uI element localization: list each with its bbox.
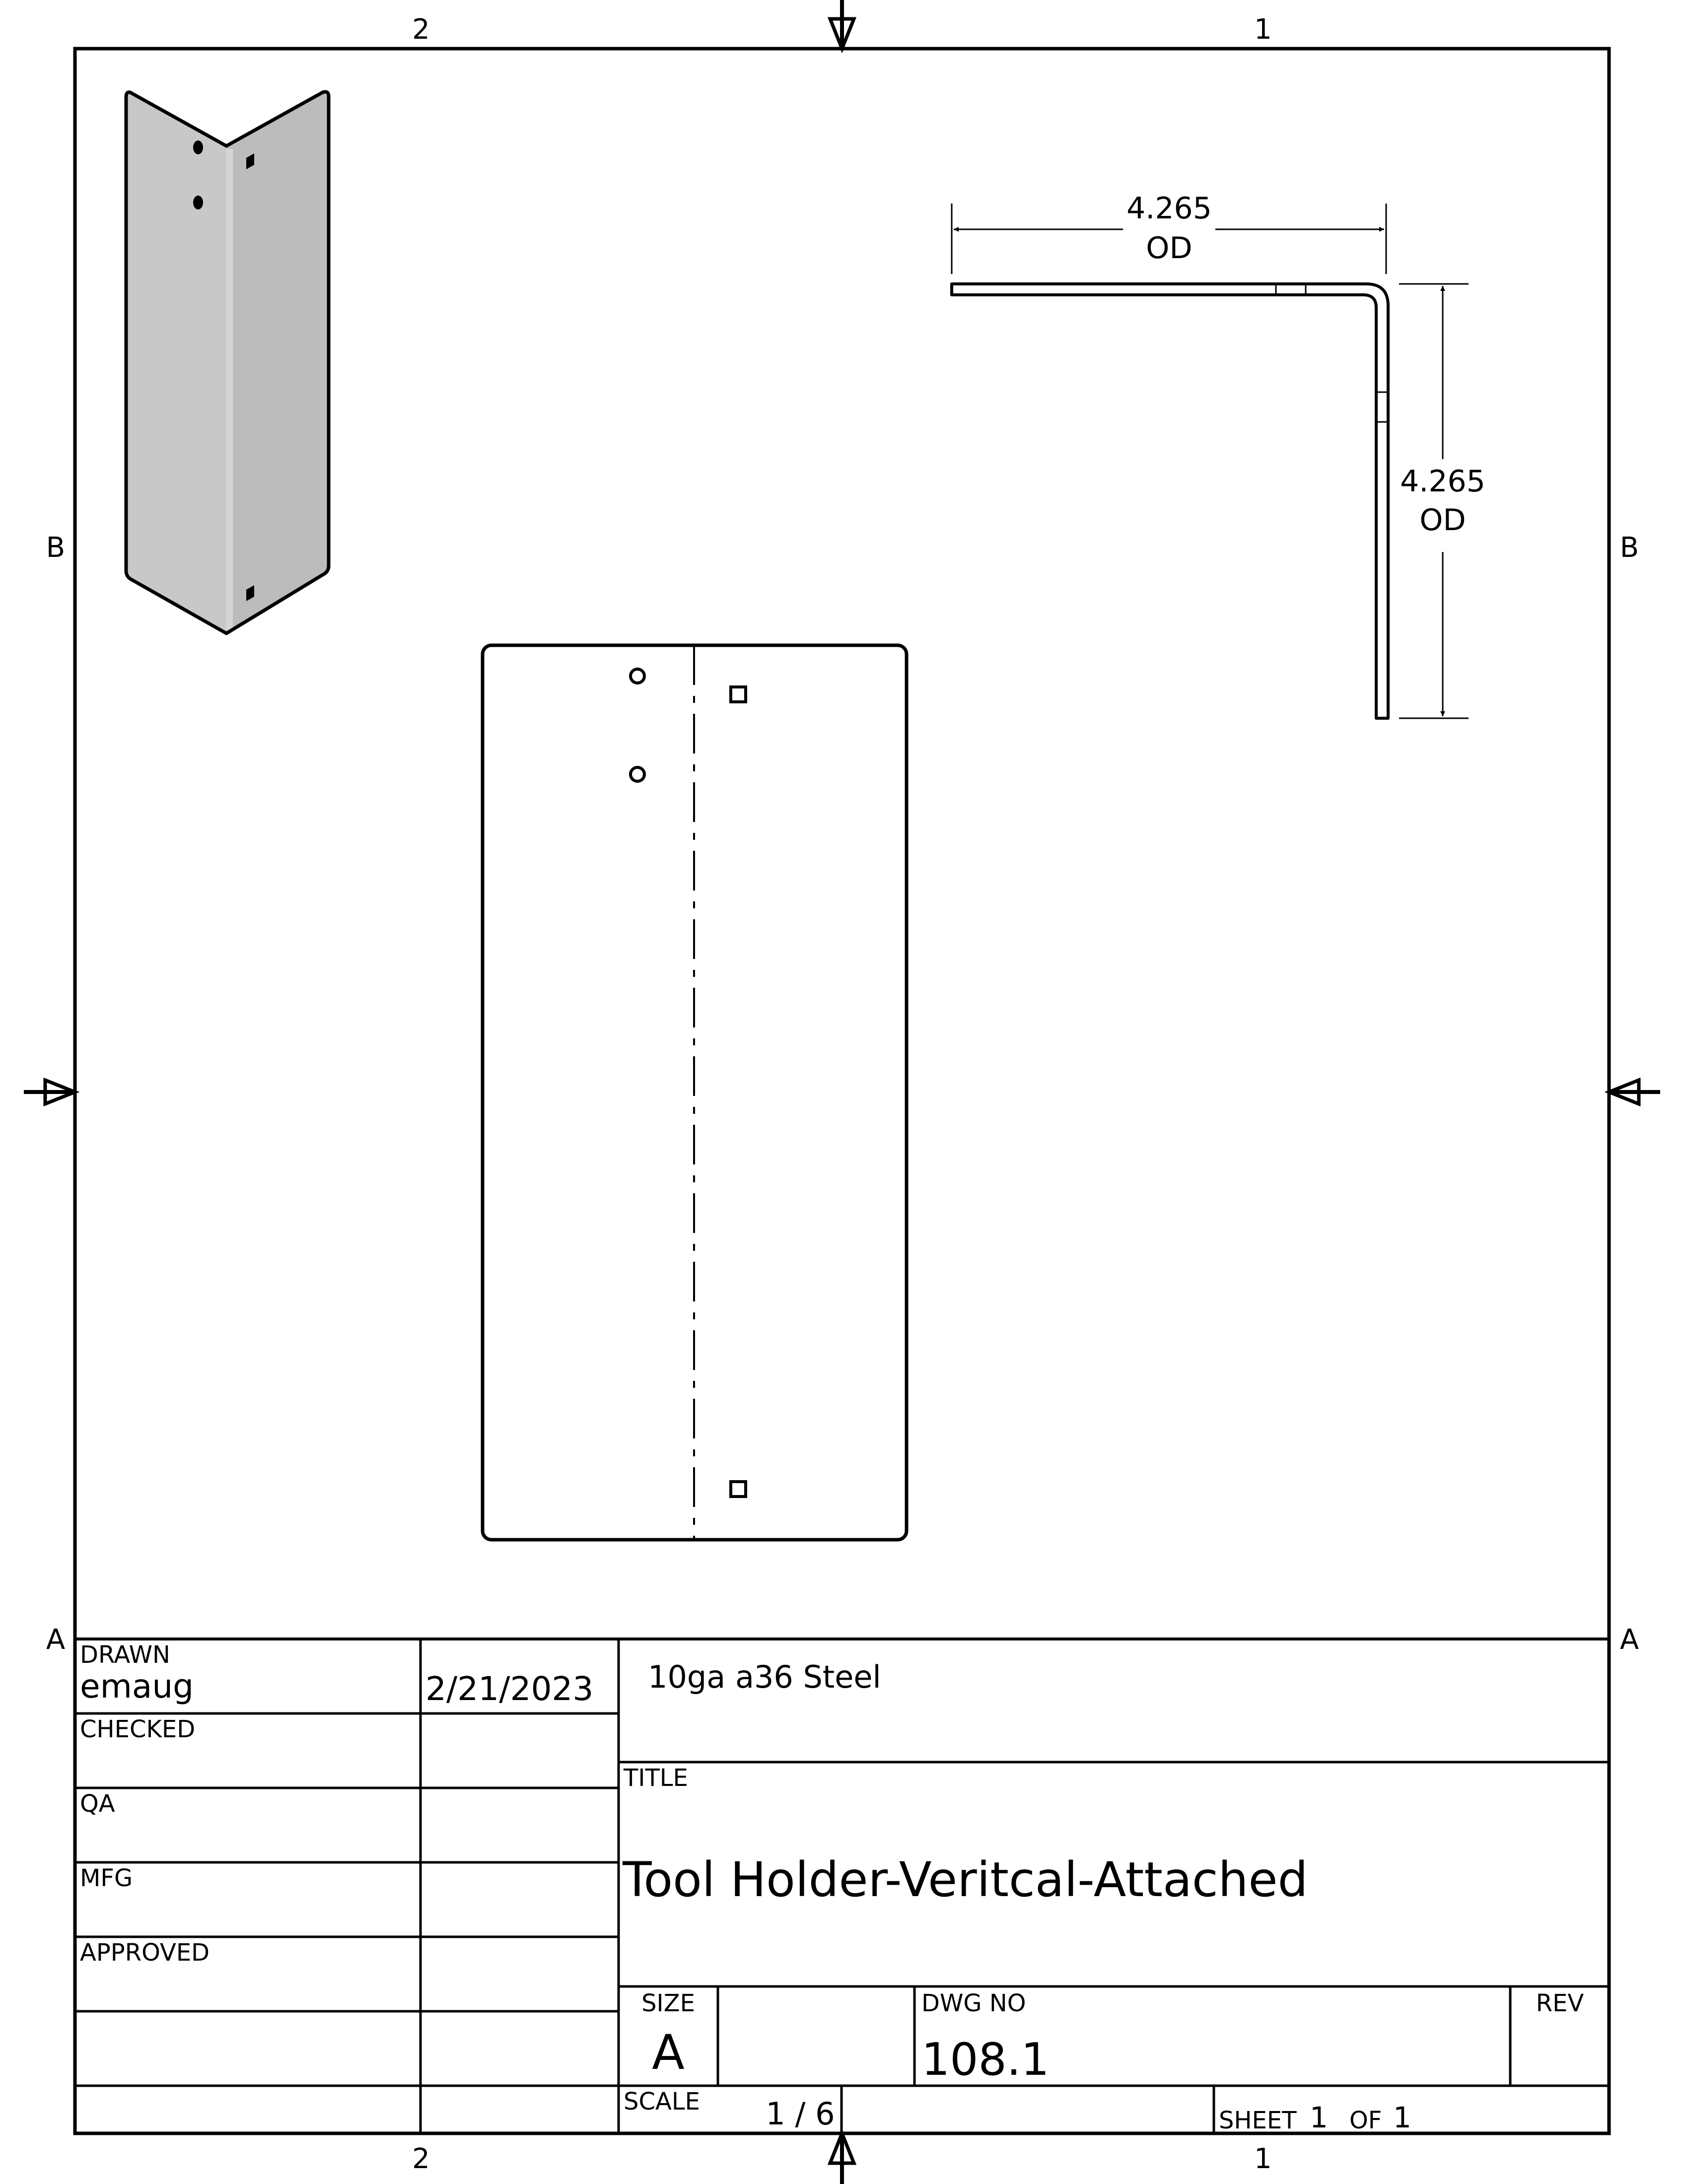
round-hole — [629, 668, 646, 684]
centering-mark-right — [1604, 1077, 1660, 1107]
square-hole — [729, 685, 747, 703]
square-hole — [729, 1480, 747, 1498]
zone-label-top-1: 1 — [1254, 13, 1272, 46]
iso-square-hole — [246, 585, 254, 601]
rev-label: REV — [1536, 1989, 1584, 2017]
dwg-no-value: 108.1 — [921, 2034, 1050, 2086]
iso-right-face — [226, 92, 329, 633]
flat-pattern-view — [481, 643, 909, 1542]
angle-profile — [950, 282, 1390, 720]
end-view: 4.265 OD 4.265 OD — [950, 191, 1485, 720]
title-label: TITLE — [623, 1764, 688, 1792]
drawn-by: emaug — [80, 1667, 194, 1706]
scale-label: SCALE — [624, 2088, 700, 2116]
size-value: A — [652, 2025, 685, 2080]
title-block: DRAWN emaug 2/21/2023 CHECKED QA MFG APP… — [75, 1638, 1609, 2134]
mfg-label: MFG — [80, 1864, 133, 1892]
drawn-label: DRAWN — [80, 1641, 170, 1669]
centering-mark-left — [24, 1077, 80, 1107]
zone-label-left-a: A — [46, 1624, 65, 1656]
dwg-no-label: DWG NO — [921, 1989, 1026, 2017]
drawn-date: 2/21/2023 — [425, 1670, 593, 1708]
dim-horizontal-value: 4.265 — [1126, 191, 1212, 226]
dim-horizontal-qualifier: OD — [1146, 231, 1192, 266]
checked-label: CHECKED — [80, 1715, 195, 1743]
iso-left-face — [126, 92, 226, 634]
sheet-total: 1 — [1393, 2101, 1411, 2134]
qa-label: QA — [80, 1790, 115, 1818]
material: 10ga a36 Steel — [648, 1659, 881, 1695]
isometric-view — [124, 90, 331, 635]
zone-label-right-a: A — [1620, 1624, 1639, 1656]
size-label: SIZE — [641, 1989, 695, 2017]
sheet-number: 1 — [1310, 2101, 1328, 2134]
approved-label: APPROVED — [80, 1939, 210, 1967]
dim-vertical-value: 4.265 — [1400, 464, 1485, 499]
centering-mark-top — [827, 0, 857, 54]
iso-outline — [124, 90, 331, 635]
scale-value: 1 / 6 — [766, 2096, 835, 2132]
drawing-title: Tool Holder-Veritcal-Attached — [622, 1852, 1308, 1908]
of-label: OF — [1349, 2107, 1382, 2134]
centering-mark-bottom — [827, 2128, 857, 2184]
round-hole — [629, 766, 646, 783]
iso-round-hole — [193, 140, 203, 154]
sheet-label: SHEET — [1219, 2107, 1297, 2134]
dim-vertical-qualifier: OD — [1419, 503, 1466, 538]
iso-square-hole — [246, 153, 254, 169]
zone-label-right-b: B — [1620, 532, 1639, 564]
zone-label-bottom-1: 1 — [1254, 2143, 1272, 2175]
zone-label-left-b: B — [46, 532, 65, 564]
iso-round-hole — [193, 196, 203, 209]
zone-label-bottom-2: 2 — [412, 2143, 430, 2175]
zone-label-top-2: 2 — [412, 13, 430, 46]
